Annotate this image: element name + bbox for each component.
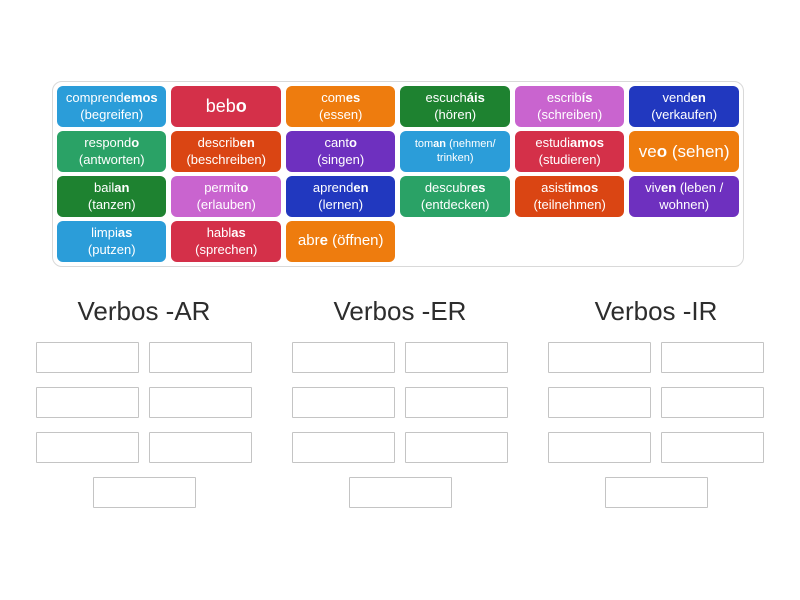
verb-tile[interactable]: respondo(antworten) <box>57 131 167 172</box>
verb-tile[interactable]: aprenden(lernen) <box>285 176 396 217</box>
answer-slot[interactable] <box>405 387 508 418</box>
answer-slot[interactable] <box>36 387 139 418</box>
slot-list <box>292 342 508 508</box>
verb-tile-label: permito(erlauben) <box>196 180 256 212</box>
answer-slot[interactable] <box>292 432 395 463</box>
verb-tile[interactable]: limpias(putzen) <box>57 221 167 262</box>
verb-tile-label: canto(singen) <box>317 135 365 167</box>
verb-tile-label: comes(essen) <box>319 90 363 122</box>
answer-group-verbos-ir: Verbos -IR <box>548 294 764 508</box>
verb-tile-label: bailan(tanzen) <box>87 180 136 212</box>
verb-tile[interactable]: viven (leben / wohnen) <box>629 176 739 217</box>
verb-tile[interactable]: describen(beschreiben) <box>171 131 281 172</box>
answer-slot[interactable] <box>36 432 139 463</box>
answer-group-verbos-ar: Verbos -AR <box>36 294 252 508</box>
verb-tile[interactable]: veo (sehen) <box>629 131 739 172</box>
answer-slot[interactable] <box>405 432 508 463</box>
answer-slot[interactable] <box>348 477 452 508</box>
answer-slot[interactable] <box>405 342 508 373</box>
verb-tile[interactable]: bailan(tanzen) <box>57 176 167 217</box>
verb-tile-label: describen(beschreiben) <box>186 135 266 167</box>
verb-tile[interactable]: canto(singen) <box>285 131 396 172</box>
group-header: Verbos -AR <box>77 296 211 326</box>
verb-tile-label: estudiamos(studieren) <box>535 135 605 167</box>
answer-group-verbos-er: Verbos -ER <box>292 294 508 508</box>
verb-tile[interactable]: escucháis(hören) <box>400 86 510 127</box>
verb-tile-label: venden(verkaufen) <box>651 90 718 122</box>
verb-tile[interactable]: bebo <box>171 86 281 127</box>
verb-tile[interactable]: asistimos(teilnehmen) <box>514 176 625 217</box>
verb-tile-label: abre (öffnen) <box>297 232 384 250</box>
answer-slot[interactable] <box>548 387 651 418</box>
verb-tile-label: respondo(antworten) <box>78 135 145 167</box>
answer-slot[interactable] <box>661 432 764 463</box>
verb-tile[interactable]: comes(essen) <box>285 86 396 127</box>
group-header: Verbos -ER <box>333 296 467 326</box>
answer-slot[interactable] <box>292 387 395 418</box>
verb-tile-label: descubres(entdecken) <box>420 180 490 212</box>
answer-slot[interactable] <box>292 342 395 373</box>
slot-list <box>36 342 252 508</box>
verb-tile[interactable]: permito(erlauben) <box>171 176 281 217</box>
verb-tile[interactable]: hablas(sprechen) <box>171 221 281 262</box>
answer-slot[interactable] <box>661 342 764 373</box>
answer-slot[interactable] <box>604 477 708 508</box>
verb-tile-label: escribís(schreiben) <box>537 90 603 122</box>
group-header: Verbos -IR <box>594 296 718 326</box>
verb-tile[interactable]: descubres(entdecken) <box>400 176 510 217</box>
verb-tile[interactable]: venden(verkaufen) <box>629 86 739 127</box>
verb-tile[interactable]: comprendemos(begreifen) <box>57 86 167 127</box>
verb-tile-label: asistimos(teilnehmen) <box>533 180 606 212</box>
verb-tile-label: viven (leben / wohnen) <box>645 180 724 212</box>
verb-tile[interactable]: abre (öffnen) <box>285 221 396 262</box>
verb-tile-label: hablas(sprechen) <box>195 225 258 257</box>
verb-tile-label: toman (nehmen/ trinken) <box>414 137 496 164</box>
answer-slot[interactable] <box>92 477 196 508</box>
verb-tile-label: veo (sehen) <box>638 141 730 161</box>
answer-slot[interactable] <box>548 342 651 373</box>
answer-slot[interactable] <box>149 342 252 373</box>
verb-tile-label: bebo <box>205 96 247 117</box>
verb-tile-label: escucháis(hören) <box>425 90 485 122</box>
answer-slot[interactable] <box>661 387 764 418</box>
verb-tile-label: aprenden(lernen) <box>312 180 369 212</box>
slot-list <box>548 342 764 508</box>
answer-slot[interactable] <box>36 342 139 373</box>
tiles-panel: comprendemos(begreifen) bebo comes(essen… <box>52 81 744 267</box>
answer-slot[interactable] <box>548 432 651 463</box>
answer-slot[interactable] <box>149 387 252 418</box>
answer-groups: Verbos -AR Verbos -ER Verbos -IR <box>0 294 800 524</box>
verb-tile-label: limpias(putzen) <box>87 225 136 257</box>
verb-tile[interactable]: toman (nehmen/ trinken) <box>400 131 510 172</box>
answer-slot[interactable] <box>149 432 252 463</box>
verb-tile[interactable]: estudiamos(studieren) <box>514 131 625 172</box>
verb-tile-label: comprendemos(begreifen) <box>65 90 158 122</box>
verb-tile[interactable]: escribís(schreiben) <box>514 86 625 127</box>
